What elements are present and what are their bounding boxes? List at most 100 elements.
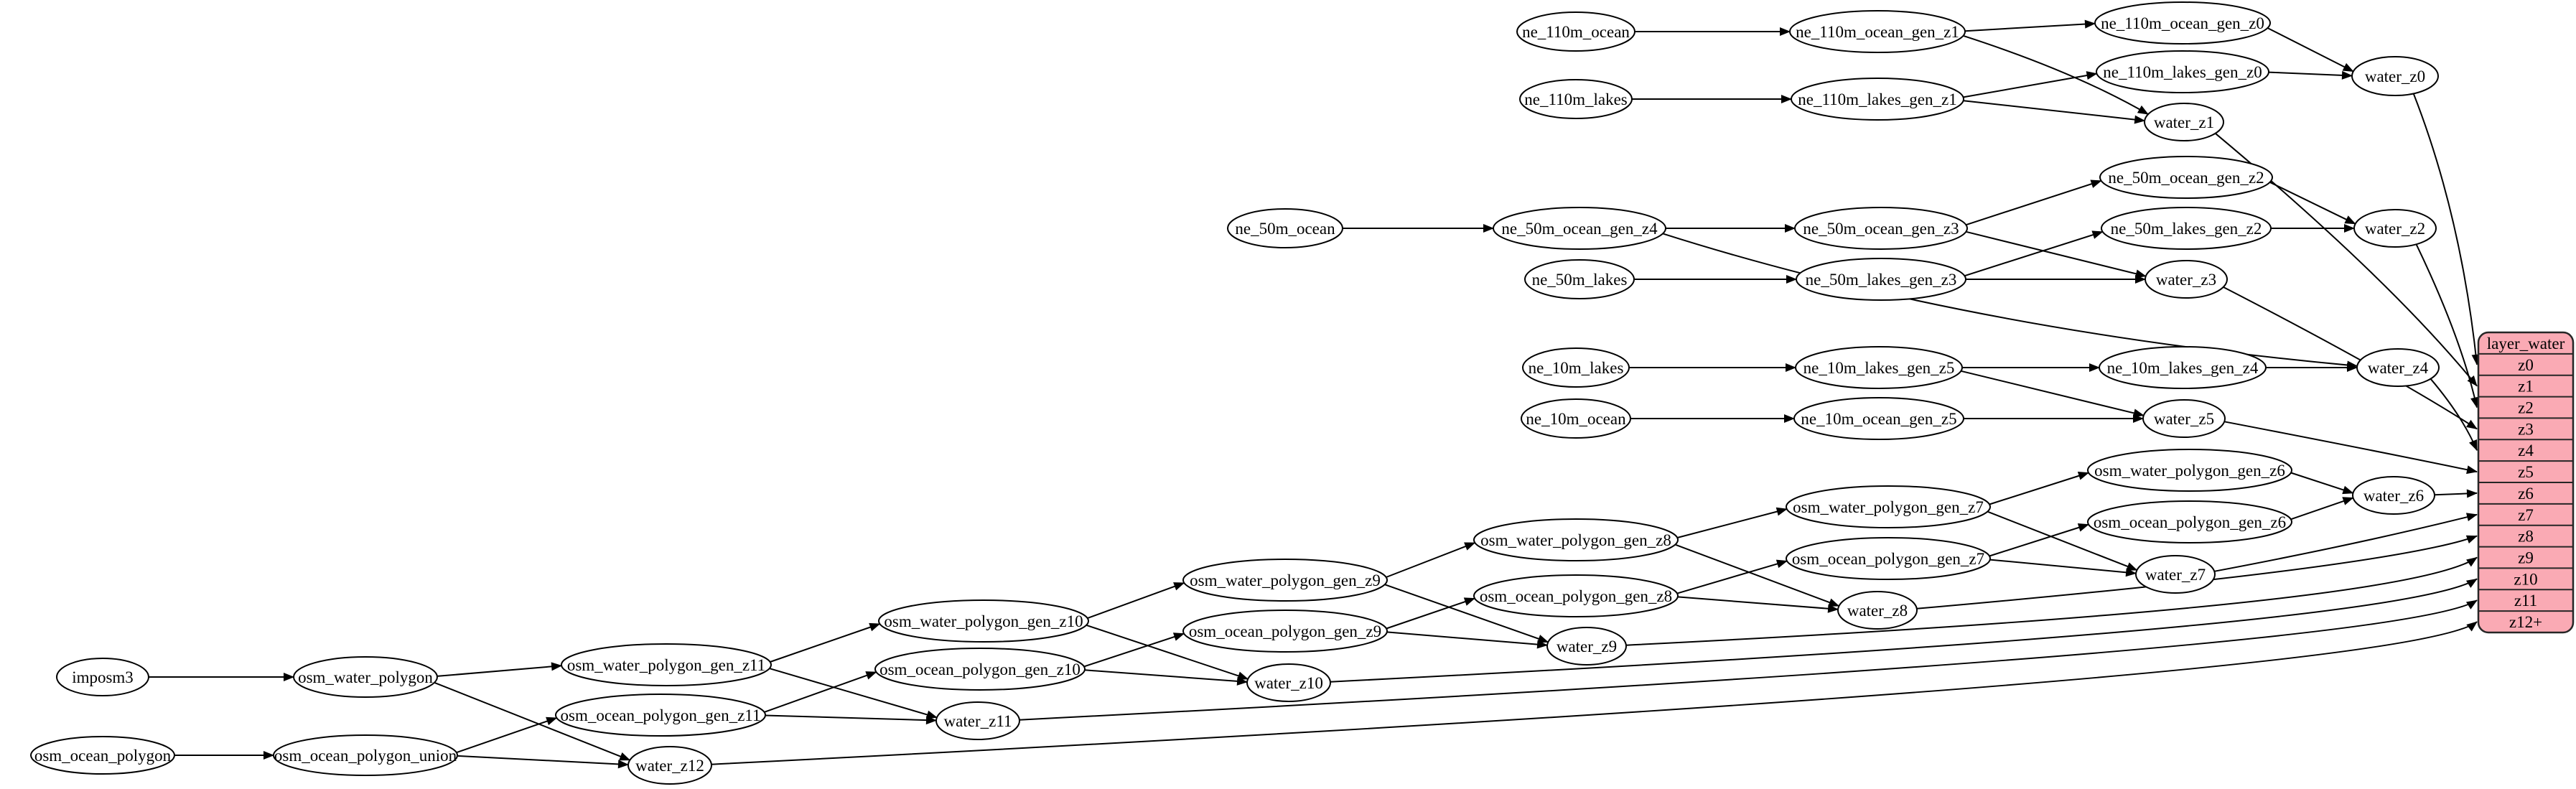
table-row-z10: z10 (2514, 570, 2537, 588)
node-water_z12: water_z12 (627, 746, 712, 785)
node-ellipse (2087, 449, 2292, 492)
node-ellipse (878, 599, 1089, 643)
node-ne_10m_lakes_gen_z5: ne_10m_lakes_gen_z5 (1795, 346, 1963, 389)
node-ellipse (561, 643, 772, 686)
node-ellipse (555, 694, 766, 737)
node-water_z8: water_z8 (1837, 591, 1918, 630)
edge-osm_water_polygon_gen_z7-to-osm_water_polygon_gen_z6 (1989, 472, 2089, 505)
table-row-z6: z6 (2518, 485, 2534, 503)
node-label: ne_110m_lakes (1524, 90, 1628, 108)
node-ellipse (2087, 500, 2292, 543)
node-label: water_z3 (2156, 271, 2216, 289)
edge-osm_ocean_polygon_gen_z8-to-water_z8 (1677, 596, 1839, 613)
edge-ne_50m_ocean_gen_z2-to-water_z2 (2269, 182, 2356, 225)
node-ne_110m_ocean_gen_z1: ne_110m_ocean_gen_z1 (1789, 10, 1966, 53)
layer-water-table: layer_waterz0z1z2z3z4z5z6z7z8z9z10z11z12… (2477, 331, 2575, 634)
node-label: osm_ocean_polygon_gen_z10 (879, 660, 1081, 678)
node-ellipse (874, 648, 1086, 691)
node-label: water_z6 (2363, 487, 2424, 505)
node-label: osm_water_polygon_gen_z8 (1480, 531, 1671, 549)
edge-osm_water_polygon_gen_z9-to-water_z9 (1384, 584, 1549, 643)
node-label: water_z2 (2365, 220, 2425, 238)
edge-osm_ocean_polygon_union-to-osm_ocean_polygon_gen_z11 (456, 716, 558, 754)
node-label: ne_110m_ocean_gen_z0 (2101, 14, 2264, 32)
edge-water_z12-to-row-z12plus (711, 621, 2478, 765)
node-label: ne_50m_lakes_gen_z2 (2111, 220, 2262, 238)
node-ellipse (2351, 56, 2439, 96)
node-label: osm_ocean_polygon_union (274, 747, 457, 765)
node-ellipse (56, 658, 149, 696)
node-label: ne_50m_ocean_gen_z2 (2108, 169, 2264, 187)
node-ellipse (1227, 208, 1343, 248)
edge-osm_water_polygon_gen_z8-to-water_z8 (1674, 543, 1840, 607)
node-ne_110m_ocean: ne_110m_ocean (1516, 11, 1635, 52)
node-ellipse (1546, 627, 1627, 666)
node-water_z2: water_z2 (2353, 209, 2437, 248)
edge-osm_water_polygon_gen_z11-to-water_z11 (769, 668, 938, 719)
edge-water_z5-to-row-z5 (2224, 421, 2478, 475)
table-row-z7: z7 (2518, 506, 2534, 524)
node-label: ne_50m_ocean_gen_z4 (1501, 220, 1658, 238)
node-ellipse (2094, 1, 2271, 45)
node-imposm3: imposm3 (56, 658, 149, 696)
node-label: ne_10m_lakes_gen_z4 (2107, 359, 2259, 377)
node-ne_10m_lakes: ne_10m_lakes (1522, 347, 1630, 388)
edge-osm_ocean_polygon_gen_z8-to-osm_ocean_polygon_gen_z7 (1676, 559, 1788, 594)
edge-water_z10-to-row-z10 (1330, 578, 2478, 683)
node-ellipse (2101, 207, 2272, 250)
node-ne_50m_ocean: ne_50m_ocean (1227, 208, 1343, 248)
edge-osm_water_polygon-to-water_z12 (434, 681, 631, 761)
node-ellipse (1493, 207, 1666, 250)
node-ne_10m_ocean: ne_10m_ocean (1521, 398, 1631, 439)
edge-ne_50m_ocean_gen_z3-to-water_z3 (1966, 230, 2147, 279)
node-osm_ocean_polygon_gen_z11: osm_ocean_polygon_gen_z11 (555, 694, 766, 737)
node-ne_110m_ocean_gen_z0: ne_110m_ocean_gen_z0 (2094, 1, 2271, 45)
edge-ne_10m_lakes_gen_z5-to-water_z5 (1961, 370, 2145, 418)
edge-ne_110m_ocean_gen_z1-to-water_z1 (1963, 34, 2149, 115)
node-ellipse (1473, 518, 1679, 561)
node-osm_water_polygon: osm_water_polygon (293, 656, 438, 698)
edge-osm_water_polygon-to-osm_water_polygon_gen_z11 (437, 662, 563, 677)
node-label: osm_ocean_polygon (34, 747, 172, 765)
node-ne_50m_lakes_gen_z3: ne_50m_lakes_gen_z3 (1796, 258, 1966, 301)
node-ellipse (1795, 346, 1963, 389)
node-ne_50m_ocean_gen_z2: ne_50m_ocean_gen_z2 (2099, 156, 2273, 199)
node-ellipse (2142, 399, 2226, 438)
edge-osm_ocean_polygon_gen_z9-to-osm_ocean_polygon_gen_z8 (1386, 597, 1475, 630)
node-osm_water_polygon_gen_z10: osm_water_polygon_gen_z10 (878, 599, 1089, 643)
node-ellipse (2099, 156, 2273, 199)
node-label: water_z9 (1557, 638, 1617, 655)
node-label: water_z8 (1847, 602, 1908, 620)
table-row-z5: z5 (2518, 463, 2534, 481)
node-water_z1: water_z1 (2144, 103, 2224, 141)
node-ne_110m_lakes_gen_z0: ne_110m_lakes_gen_z0 (2096, 50, 2269, 93)
node-label: osm_ocean_polygon_gen_z9 (1189, 622, 1381, 640)
node-label: ne_110m_ocean (1522, 23, 1630, 41)
node-label: water_z1 (2154, 113, 2214, 131)
node-label: ne_50m_lakes (1532, 271, 1628, 289)
node-layer: ne_110m_ocean ne_110m_ocean_gen_z1 ne_110m… (30, 1, 2440, 785)
node-ne_10m_lakes_gen_z4: ne_10m_lakes_gen_z4 (2099, 346, 2267, 389)
node-osm_water_polygon_gen_z7: osm_water_polygon_gen_z7 (1786, 485, 1991, 528)
node-ellipse (2145, 260, 2228, 299)
node-label: water_z10 (1254, 674, 1323, 692)
node-ellipse (1524, 259, 1635, 299)
node-ellipse (627, 746, 712, 785)
table-row-z8: z8 (2518, 528, 2534, 546)
node-ellipse (1791, 78, 1964, 121)
node-label: osm_water_polygon_gen_z6 (2094, 462, 2285, 480)
node-ellipse (1793, 397, 1964, 440)
node-osm_ocean_polygon_gen_z9: osm_ocean_polygon_gen_z9 (1182, 610, 1388, 653)
edge-water_z11-to-row-z11 (1019, 599, 2478, 721)
node-label: ne_110m_lakes_gen_z0 (2103, 63, 2262, 81)
node-water_z5: water_z5 (2142, 399, 2226, 438)
node-label: osm_ocean_polygon_gen_z11 (561, 706, 761, 724)
edge-water_z6-to-row-z6 (2434, 489, 2478, 498)
node-water_z9: water_z9 (1546, 627, 1627, 666)
node-ne_10m_ocean_gen_z5: ne_10m_ocean_gen_z5 (1793, 397, 1964, 440)
node-label: imposm3 (72, 668, 134, 686)
node-ne_110m_lakes: ne_110m_lakes (1519, 79, 1633, 119)
table-row-z0: z0 (2518, 356, 2534, 374)
node-osm_water_polygon_gen_z8: osm_water_polygon_gen_z8 (1473, 518, 1679, 561)
